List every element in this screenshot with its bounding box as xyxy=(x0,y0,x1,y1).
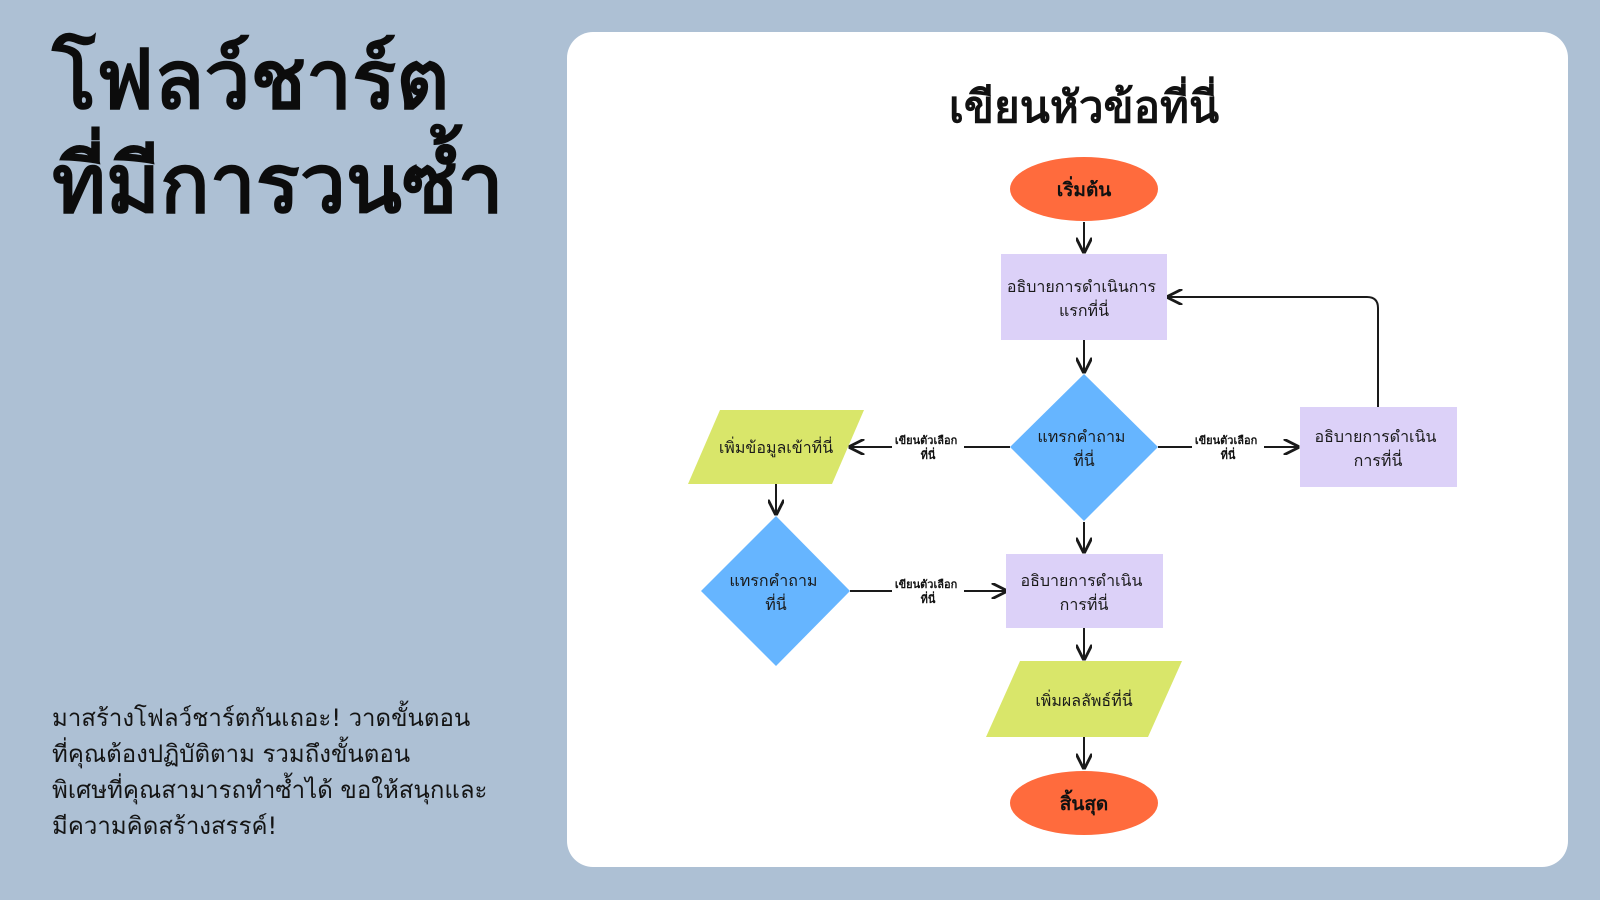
edge-label-decision-to-right: เขียนตัวเลือก ที่นี่ xyxy=(1195,434,1261,462)
edge-loop-back xyxy=(1168,297,1379,407)
process-right-shape xyxy=(1300,407,1457,487)
process-first-label: อธิบายการดำเนินการ แรกที่นี่ xyxy=(1007,277,1161,320)
edge-label-bg-right xyxy=(1192,432,1264,464)
page-title-line-1: โฟลว์ชาร์ต xyxy=(52,32,450,128)
data-output-shape xyxy=(986,661,1182,737)
data-output-label: เพิ่มผลลัพธ์ที่นี่ xyxy=(1035,689,1132,710)
decision-left-node: แทรกคำถาม ที่นี่ xyxy=(701,516,850,666)
edge-label-decision-to-data: เขียนตัวเลือก ที่นี่ xyxy=(895,434,961,462)
data-input-node: เพิ่มข้อมูลเข้าที่นี่ xyxy=(688,410,864,484)
decision-main-label: แทรกคำถาม ที่นี่ xyxy=(1037,427,1130,470)
end-label: สิ้นสุด xyxy=(1060,789,1109,816)
decision-left-shape xyxy=(701,516,850,666)
decision-left-label: แทรกคำถาม ที่นี่ xyxy=(729,571,822,614)
start-terminal-shape xyxy=(1010,157,1158,221)
end-node: สิ้นสุด xyxy=(1010,771,1158,835)
edge-label-bg-left xyxy=(892,432,964,464)
page-description: มาสร้างโฟลว์ชาร์ตกันเถอะ! วาดขั้นตอน ที่… xyxy=(52,704,488,840)
process-middle-shape xyxy=(1006,554,1163,628)
process-right-label: อธิบายการดำเนิน การที่นี่ xyxy=(1315,427,1442,470)
process-middle-node: อธิบายการดำเนิน การที่นี่ xyxy=(1006,554,1163,628)
start-label: เริ่มต้น xyxy=(1057,176,1112,201)
process-middle-label: อธิบายการดำเนิน การที่นี่ xyxy=(1021,571,1148,614)
start-node: เริ่มต้น xyxy=(1010,157,1158,221)
data-output-node: เพิ่มผลลัพธ์ที่นี่ xyxy=(986,661,1182,737)
diagram-title: เขียนหัวข้อที่นี่ xyxy=(949,76,1219,133)
page-title-line-2: ที่มีการวนซ้ำ xyxy=(52,136,504,232)
edge-label-left-decision-to-middle: เขียนตัวเลือก ที่นี่ xyxy=(895,578,961,606)
process-first-shape xyxy=(1001,254,1167,340)
process-right-node: อธิบายการดำเนิน การที่นี่ xyxy=(1300,407,1457,487)
edge-label-bg-lower xyxy=(892,576,964,608)
decision-main-node: แทรกคำถาม ที่นี่ xyxy=(1010,374,1158,521)
end-terminal-shape xyxy=(1010,771,1158,835)
data-input-label: เพิ่มข้อมูลเข้าที่นี่ xyxy=(719,436,833,458)
decision-main-shape xyxy=(1010,374,1158,521)
data-input-shape xyxy=(688,410,864,484)
process-first-node: อธิบายการดำเนินการ แรกที่นี่ xyxy=(1001,254,1167,340)
page-title: โฟลว์ชาร์ต ที่มีการวนซ้ำ xyxy=(52,28,532,236)
